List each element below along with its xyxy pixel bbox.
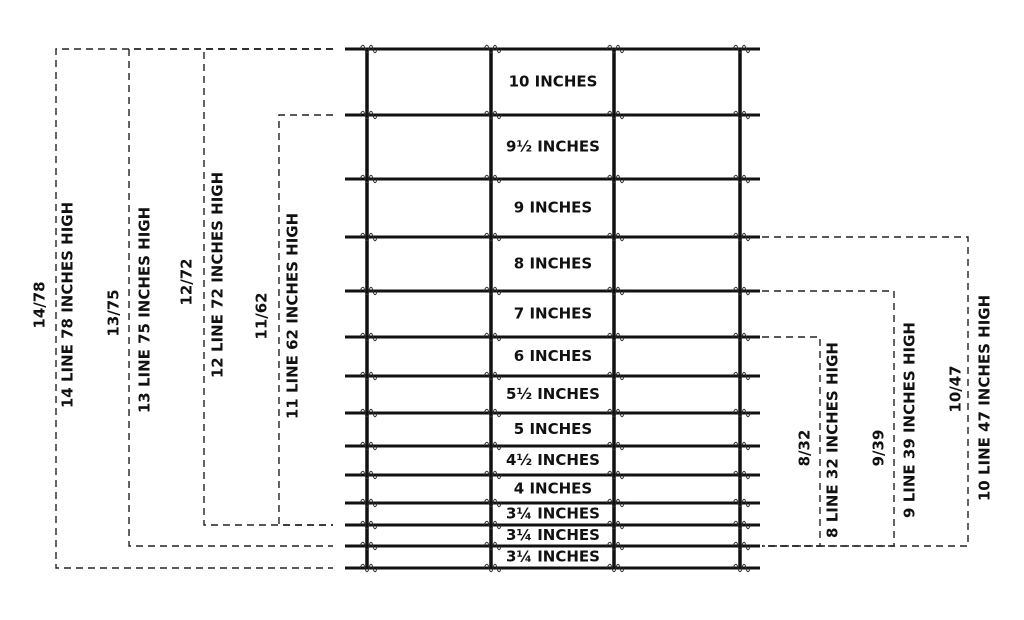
wire-knot	[606, 498, 625, 508]
wire-knot	[606, 332, 625, 342]
wire-knot	[359, 44, 378, 54]
group-description-label: 14 LINE 78 INCHES HIGH	[59, 202, 77, 408]
left-height-labels: 14/78 14 LINE 78 INCHES HIGH 13/75 13 LI…	[31, 172, 302, 419]
group-description-label: 10 LINE 47 INCHES HIGH	[976, 295, 994, 501]
spacing-label: 4 INCHES	[514, 480, 592, 498]
group-code-label: 13/75	[105, 289, 123, 336]
height-bracket	[128, 48, 333, 547]
wire-knot	[483, 563, 502, 573]
wire-knot	[732, 371, 751, 381]
spacing-label: 7 INCHES	[514, 305, 592, 323]
height-bracket	[278, 114, 333, 526]
group-code-label: 8/32	[796, 430, 814, 467]
horizontal-wires	[345, 47, 760, 570]
wire-knot	[359, 441, 378, 451]
wire-knot	[732, 174, 751, 184]
spacing-label: 3¼ INCHES	[506, 505, 600, 523]
wire-knot	[606, 371, 625, 381]
wire-knot	[732, 541, 751, 551]
wire-knot	[606, 174, 625, 184]
wire-knot	[483, 520, 502, 530]
wire-knot	[483, 110, 502, 120]
wire-knot	[359, 110, 378, 120]
wire-knot	[606, 520, 625, 530]
wire-knot	[606, 541, 625, 551]
wire-knot	[732, 232, 751, 242]
wire-knot	[359, 408, 378, 418]
wire-knot	[606, 232, 625, 242]
group-description-label: 11 LINE 62 INCHES HIGH	[284, 213, 302, 419]
wire-knot	[732, 110, 751, 120]
height-bracket	[762, 236, 969, 547]
wire-knot	[483, 441, 502, 451]
wire-knot	[606, 441, 625, 451]
wire-knot	[606, 110, 625, 120]
wire-knot	[732, 470, 751, 480]
group-description-label: 8 LINE 32 INCHES HIGH	[824, 342, 842, 538]
wire-knot	[359, 498, 378, 508]
wire-knot	[732, 332, 751, 342]
group-code-label: 10/47	[947, 365, 965, 412]
height-brackets	[55, 48, 969, 569]
spacing-label: 5½ INCHES	[506, 385, 600, 403]
height-bracket	[762, 336, 821, 547]
wire-knot	[732, 286, 751, 296]
wire-knot	[483, 408, 502, 418]
wire-knot	[359, 563, 378, 573]
wire-knot	[483, 286, 502, 296]
group-code-label: 12/72	[178, 258, 196, 305]
wire-knot	[483, 371, 502, 381]
right-height-labels: 8/32 8 LINE 32 INCHES HIGH 9/39 9 LINE 3…	[796, 295, 994, 538]
wire-knot	[359, 520, 378, 530]
wire-knot	[732, 563, 751, 573]
height-bracket	[203, 48, 333, 526]
wire-knot	[359, 332, 378, 342]
spacing-label: 10 INCHES	[509, 73, 598, 91]
wire-knot	[359, 232, 378, 242]
wire-knot	[483, 498, 502, 508]
spacing-label: 4½ INCHES	[506, 451, 600, 469]
group-description-label: 12 LINE 72 INCHES HIGH	[209, 172, 227, 378]
spacing-label: 6 INCHES	[514, 347, 592, 365]
wire-knot	[483, 332, 502, 342]
wire-knots	[359, 44, 751, 573]
group-code-label: 9/39	[870, 430, 888, 467]
wire-knot	[483, 541, 502, 551]
wire-knot	[483, 44, 502, 54]
spacing-labels: 10 INCHES 9½ INCHES 9 INCHES 8 INCHES 7 …	[506, 73, 600, 566]
wire-knot	[606, 44, 625, 54]
group-code-label: 11/62	[253, 292, 271, 339]
height-bracket	[762, 290, 895, 547]
spacing-label: 3¼ INCHES	[506, 526, 600, 544]
wire-knot	[606, 470, 625, 480]
wire-knot	[732, 441, 751, 451]
wire-knot	[606, 408, 625, 418]
wire-knot	[732, 44, 751, 54]
wire-knot	[359, 174, 378, 184]
wire-knot	[606, 563, 625, 573]
wire-knot	[732, 520, 751, 530]
spacing-label: 9 INCHES	[514, 199, 592, 217]
spacing-label: 3¼ INCHES	[506, 548, 600, 566]
wire-knot	[732, 408, 751, 418]
wire-knot	[606, 286, 625, 296]
group-description-label: 13 LINE 75 INCHES HIGH	[136, 207, 154, 413]
wire-knot	[359, 541, 378, 551]
vertical-stay-wires	[365, 49, 742, 568]
group-code-label: 14/78	[31, 281, 49, 328]
group-description-label: 9 LINE 39 INCHES HIGH	[901, 322, 919, 518]
wire-knot	[483, 174, 502, 184]
wire-knot	[732, 498, 751, 508]
spacing-label: 9½ INCHES	[506, 138, 600, 156]
spacing-label: 5 INCHES	[514, 420, 592, 438]
spacing-label: 8 INCHES	[514, 255, 592, 273]
wire-knot	[483, 470, 502, 480]
wire-knot	[359, 371, 378, 381]
wire-knot	[359, 286, 378, 296]
wire-knot	[359, 470, 378, 480]
wire-knot	[483, 232, 502, 242]
